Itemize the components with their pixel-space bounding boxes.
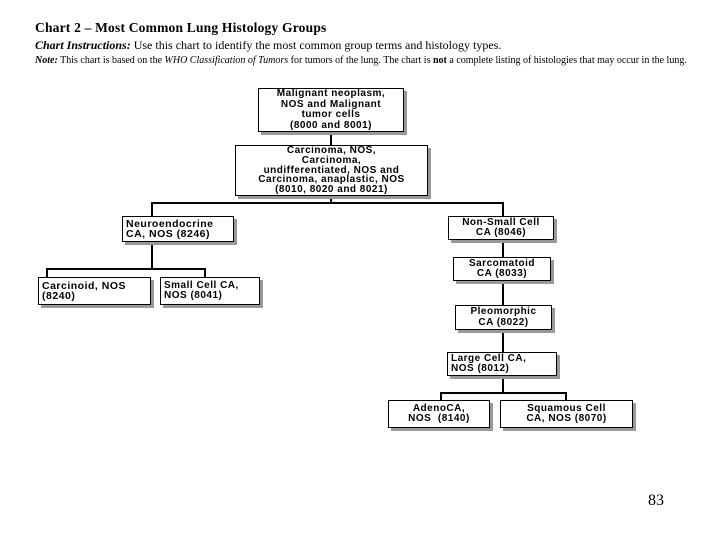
node-squamous-cell-ca: Squamous Cell CA, NOS (8070) [500,400,633,428]
connector-to-squamous [565,392,567,401]
connector-pleomorphic-to-largecell [502,330,504,352]
connector-neuroendocrine-stem [151,242,153,269]
node-sarcomatoid-ca: Sarcomatoid CA (8033) [453,257,551,281]
node-carcinoid-nos: Carcinoid, NOS (8240) [38,277,151,305]
connector-to-small-cell [204,268,206,277]
node-small-cell-ca: Small Cell CA, NOS (8041) [160,277,260,305]
connector-carcinoma-stem [330,195,332,204]
connector-to-non-small-cell [502,202,504,216]
page-number: 83 [648,492,664,509]
connector-malignant-to-carcinoma [330,131,332,146]
chart-note-text-3: a complete listing of histologies that m… [446,55,687,66]
node-non-small-cell-ca: Non-Small Cell CA (8046) [448,216,554,240]
connector-sarcomatoid-to-pleomorphic [502,281,504,305]
chart-instructions: Chart Instructions: Use this chart to id… [35,38,501,53]
chart-instructions-text: Use this chart to identify the most comm… [130,38,502,52]
chart-note: Note: This chart is based on the WHO Cla… [35,54,690,67]
connector-largecell-stem [502,376,504,392]
page-title: Chart 2 – Most Common Lung Histology Gro… [35,20,327,35]
node-malignant-neoplasm: Malignant neoplasm, NOS and Malignant tu… [258,88,404,132]
chart-note-text-2: for tumors of the lung. The chart is [288,55,433,66]
chart-note-text-1: This chart is based on the [57,55,165,66]
node-carcinoma-nos: Carcinoma, NOS, Carcinoma, undifferentia… [235,145,428,196]
chart-note-emphasis: not [432,55,447,66]
who-classification-reference: WHO Classification of Tumors [164,55,289,66]
connector-to-neuroendocrine [151,202,153,216]
node-pleomorphic-ca: Pleomorphic CA (8022) [455,305,552,330]
connector-to-carcinoid [46,268,48,277]
node-large-cell-ca: Large Cell CA, NOS (8012) [447,352,557,376]
connector-branch-left-horizontal [46,268,206,270]
chart-instructions-label: Chart Instructions: [35,38,131,52]
connector-nonsmall-to-sarcomatoid [502,240,504,257]
connector-to-adenoca [440,392,442,401]
node-adenoca-nos: AdenoCA, NOS (8140) [388,400,490,428]
chart-note-label: Note: [35,55,58,66]
node-neuroendocrine-ca: Neuroendocrine CA, NOS (8246) [122,216,234,242]
connector-branch-top-horizontal [151,202,504,204]
connector-branch-bottom-horizontal [440,392,567,394]
